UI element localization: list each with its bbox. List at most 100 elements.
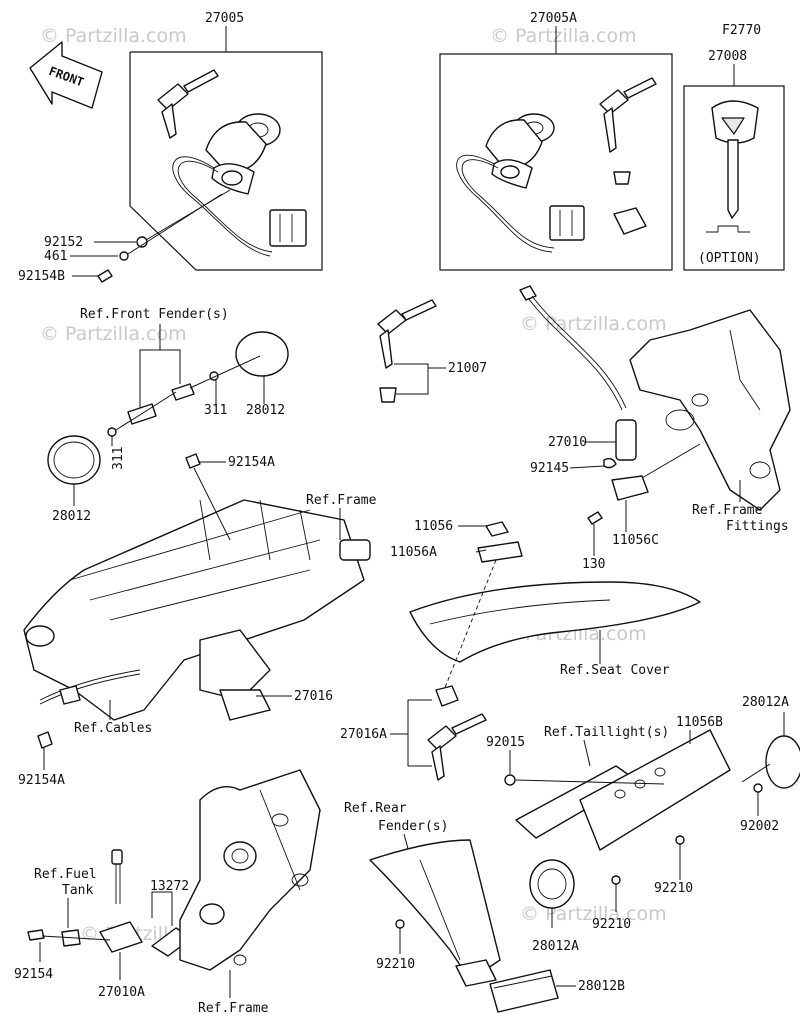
key-set: 21007 [377, 299, 487, 403]
nut-icon [395, 919, 405, 929]
sensor-icon [99, 921, 143, 953]
part-number: 28012B [578, 979, 625, 994]
option-note: (OPTION) [698, 251, 761, 266]
part-number: 92154A [228, 455, 275, 470]
part-number: 92210 [592, 917, 631, 932]
key-blank-icon [711, 100, 759, 219]
part-number: 92154B [18, 269, 65, 284]
part-number: 92210 [376, 957, 415, 972]
part-number: 92002 [740, 819, 779, 834]
washer-icon [119, 251, 129, 261]
switch-body-icon [485, 113, 555, 189]
main-frame-icon: 92154A Ref.Frame 27016 92154A Ref.Cables [18, 453, 377, 788]
ignition-switch-assembly-a: 27005A [439, 11, 673, 271]
bracket-icon [579, 729, 731, 851]
bracket-icon [485, 521, 509, 537]
reflector-icon [529, 859, 575, 909]
nut-icon [753, 783, 763, 793]
blank-key-option: F2770 27008 (OPTION) [683, 23, 785, 271]
part-number: 13272 [150, 879, 189, 894]
reflector-icon [489, 969, 559, 1013]
bracket-icon [477, 541, 523, 563]
ref-label: Fittings [726, 519, 789, 534]
part-number: 28012 [246, 403, 285, 418]
ref-label: Ref.Cables [74, 721, 152, 736]
ref-label: Ref.Taillight(s) [544, 725, 669, 740]
part-number: 11056C [612, 533, 659, 548]
bolt-icon [97, 269, 113, 283]
part-number: 28012A [742, 695, 789, 710]
spacer-icon [171, 383, 195, 401]
connector-icon [549, 205, 585, 241]
bolt-icon [587, 511, 603, 525]
sensor-icon [615, 419, 637, 461]
bracket-icon [611, 475, 649, 501]
part-number: 92152 [44, 235, 83, 250]
reflector-icon [765, 735, 800, 789]
clip-icon [603, 457, 617, 469]
bolt-icon [27, 929, 45, 941]
bracket-icon [455, 959, 497, 987]
part-number: 27005 [205, 11, 244, 26]
front-reflector-group: Ref.Front Fender(s) 311 28012 311 28012 [47, 307, 289, 524]
part-number: 461 [44, 249, 67, 264]
ref-label: Tank [62, 883, 93, 898]
bolt-icon [185, 453, 201, 469]
switch-body-icon [205, 113, 281, 195]
part-number: 311 [111, 447, 126, 470]
taillight-bracket-group: Ref.Taillight(s) 11056B 92015 28012A 920… [486, 695, 800, 954]
seat-cover-group: 11056 11056A Ref.Seat Cover [390, 519, 701, 691]
watermark-3: © Partzilla.com [40, 323, 187, 345]
sensor-group: 27010 92145 130 11056C [519, 285, 701, 572]
watermark-1: © Partzilla.com [40, 25, 187, 47]
connector-icon [111, 849, 123, 865]
watermark-4: © Partzilla.com [520, 313, 667, 335]
rear-fender-group: Ref.Rear Fender(s) 92210 28012B [344, 801, 625, 1013]
ref-label: Ref.Seat Cover [560, 663, 670, 678]
frame-fittings-icon: Ref.Frame Fittings [629, 309, 791, 534]
part-number: 11056B [676, 715, 723, 730]
bolt-icon [37, 731, 53, 749]
cap-icon [435, 685, 459, 707]
key-set-a: 27016A [340, 685, 487, 781]
part-number: 311 [204, 403, 227, 418]
ref-label: Ref.Fuel [34, 867, 97, 882]
part-number: 92210 [654, 881, 693, 896]
part-number: 28012 [52, 509, 91, 524]
part-number: 92145 [530, 461, 569, 476]
key-icon [599, 77, 657, 153]
nut-icon [611, 875, 621, 885]
part-number: 28012A [532, 939, 579, 954]
reflector-icon [47, 435, 101, 485]
ref-label: Ref.Rear [344, 801, 407, 816]
cap-icon [379, 387, 397, 403]
part-number: 27008 [708, 49, 747, 64]
watermark-7: © Partzilla.com [520, 903, 667, 925]
lower-frame-icon: Ref.Frame [179, 769, 321, 1016]
ref-label: Ref.Frame [692, 503, 763, 518]
nut-icon [675, 835, 685, 845]
diagram-code: F2770 [722, 23, 761, 38]
part-number: 11056 [414, 519, 453, 534]
nut-icon [107, 427, 117, 437]
ref-label: Ref.Frame [198, 1001, 269, 1016]
nut-icon [504, 774, 516, 786]
connector-icon [269, 209, 307, 247]
part-number: 92154 [14, 967, 53, 982]
front-arrow-icon: FRONT [29, 41, 103, 109]
fuel-sensor-group: Ref.Fuel Tank 92154 27010A 13272 [14, 849, 193, 1000]
part-number: 130 [582, 557, 605, 572]
ref-label: Fender(s) [378, 819, 448, 834]
cap-icon [613, 171, 631, 185]
ref-label: Ref.Front Fender(s) [80, 307, 229, 322]
reflector-icon [235, 331, 289, 377]
part-number: 27010 [548, 435, 587, 450]
ref-label: Ref.Frame [306, 493, 377, 508]
part-number: 11056A [390, 545, 437, 560]
part-number: 27010A [98, 985, 145, 1000]
part-number: 92015 [486, 735, 525, 750]
watermark-2: © Partzilla.com [490, 25, 637, 47]
part-number: 27005A [530, 11, 577, 26]
